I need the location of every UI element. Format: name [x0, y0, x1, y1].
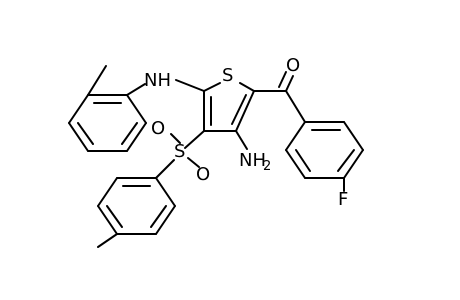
bond-c4-sulfonyl: [184, 130, 205, 149]
fluorophenyl-bond-6: [285, 121, 306, 151]
bond-s-c2: [239, 82, 255, 92]
bond-carbonyl-oxygen-1: [285, 75, 294, 92]
tolyl-inner-2: [106, 205, 123, 228]
otolyl-methyl: [87, 65, 107, 96]
thiophene-ring: [203, 82, 255, 132]
tolyl-inner-3: [150, 205, 167, 228]
benzoyl-fragment: [253, 71, 364, 192]
ring-sulfur-label: S: [222, 65, 233, 86]
otolyl-bond-5: [126, 122, 147, 152]
bond-s-c5: [203, 82, 221, 92]
secondary-amine-label: NH: [144, 70, 171, 91]
sulfonyl-oxygen-left-label: O: [151, 118, 165, 139]
tolyl-methyl: [97, 233, 118, 248]
otolyl-bond-6: [126, 94, 147, 124]
fluorophenyl-bond-5: [285, 149, 306, 179]
primary-amine-subscript: 2: [263, 159, 271, 174]
otolyl-bond-3: [68, 122, 89, 152]
bond-c2-c3: [235, 90, 255, 132]
tolyl-bond-2: [97, 177, 118, 207]
bond-sulfonyl-oxygen-left: [170, 133, 181, 144]
tolyl-bond-5: [155, 205, 176, 235]
otolyl-inner-3: [121, 122, 138, 145]
primary-amine-label: NH: [239, 150, 266, 171]
sulfonyl-oxygen-right-label: O: [196, 164, 210, 185]
fluorophenyl-bond-3: [343, 149, 364, 179]
bond-c2-c3-inner: [231, 94, 247, 125]
bond-carbonyl-oxygen-2: [278, 71, 287, 88]
bond-sulfonyl-tolyl: [155, 159, 175, 179]
bond-sulfonyl-oxygen-right: [187, 157, 200, 168]
tolyl-bond-3: [97, 205, 118, 235]
otolyl-inner-2: [77, 122, 94, 145]
fluorophenyl-inner-3: [295, 149, 311, 172]
fluorophenyl-bond-2: [343, 121, 364, 151]
fluorophenyl-inner-2: [337, 149, 355, 172]
otolyl-bond-2: [68, 94, 89, 124]
bond-nh-aryl: [126, 83, 146, 96]
tosyl-fragment: [97, 130, 205, 248]
bond-c5-nh: [175, 79, 205, 92]
sulfonyl-sulfur-label: S: [174, 141, 185, 162]
carbonyl-oxygen-label: O: [286, 55, 300, 76]
fluorine-label: F: [338, 189, 348, 210]
bond-c3-nh2: [235, 130, 248, 150]
bond-carbonyl-aryl: [285, 90, 306, 123]
o-toluidino-fragment: [68, 65, 205, 152]
tolyl-bond-6: [155, 177, 176, 207]
